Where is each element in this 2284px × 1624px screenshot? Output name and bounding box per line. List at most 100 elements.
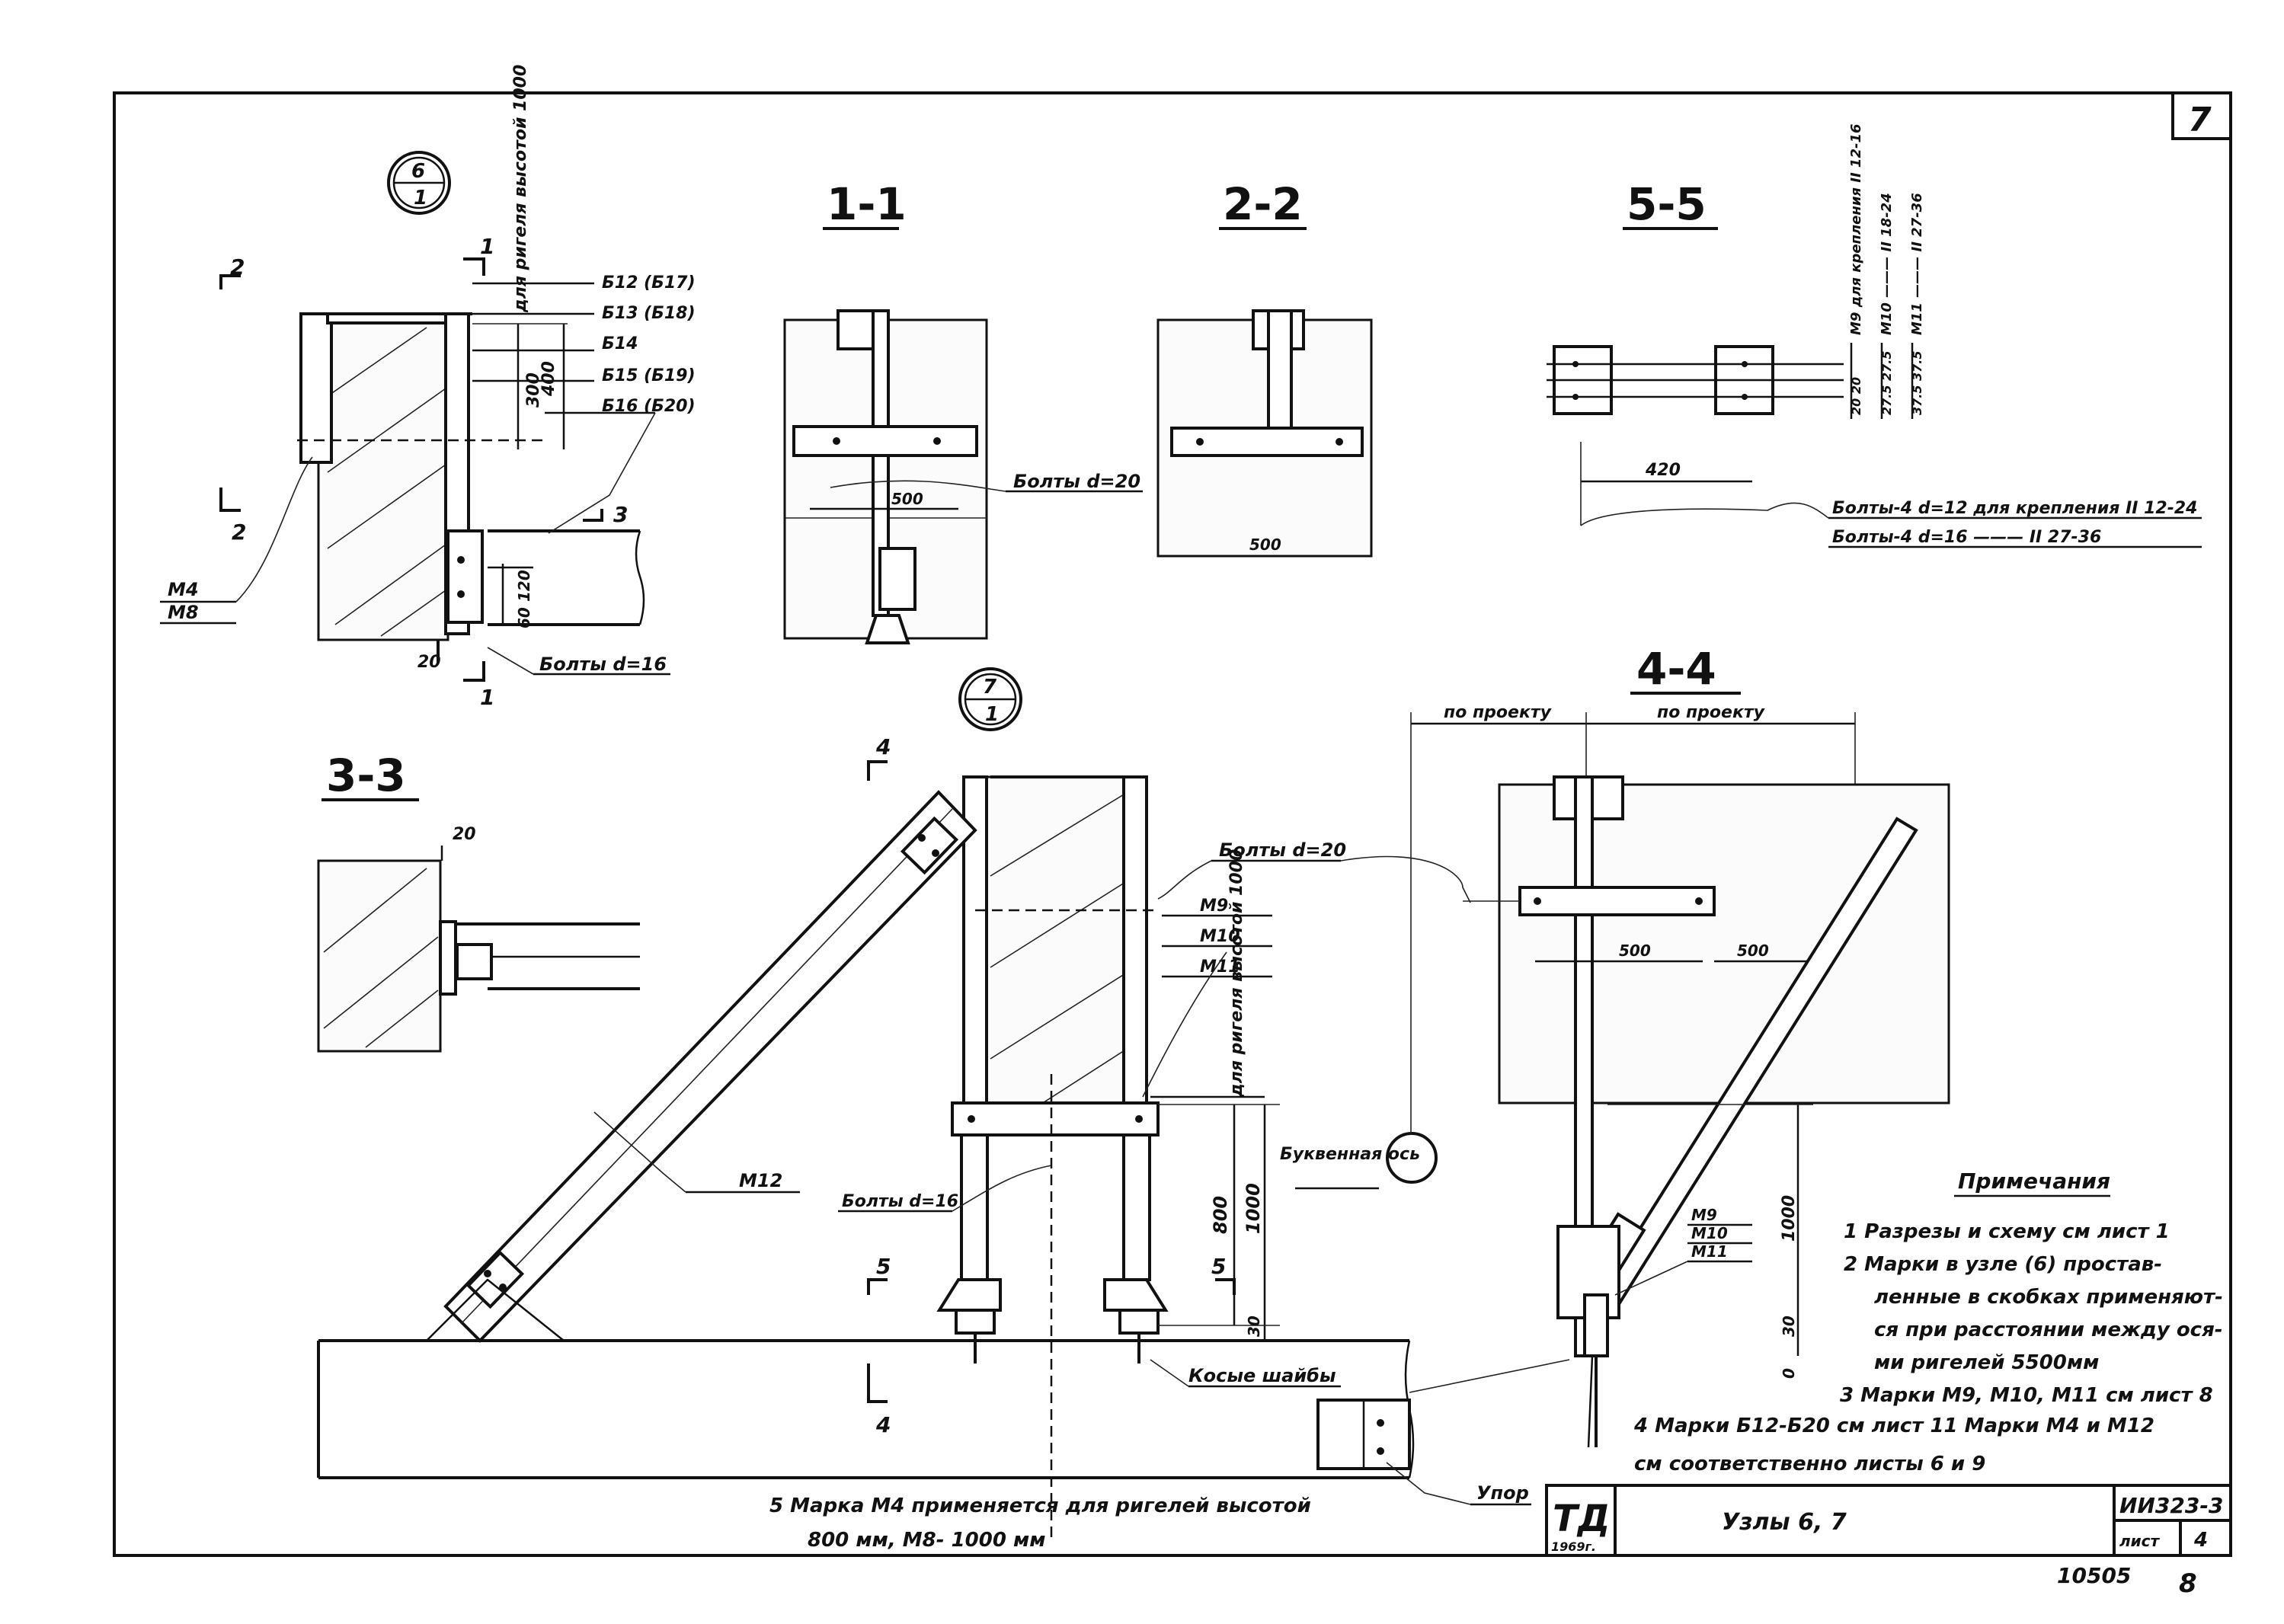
- node-7-washers: Косые шайбы: [1188, 1365, 1336, 1386]
- note-3: 3 Марки М9, М10, М11 см лист 8: [1840, 1384, 2213, 1407]
- title-sheet-label: лист: [2119, 1532, 2161, 1550]
- mark-b16: Б16 (Б20): [602, 397, 696, 416]
- section-3-3-dim-20: 20: [453, 825, 476, 844]
- title-year: 1969г.: [1551, 1539, 1596, 1554]
- s55-vnote-3: М11 ——— II 27-36: [1909, 193, 1925, 335]
- node-7-detail: 7 1: [317, 667, 1570, 1539]
- cut-5-left: 5: [876, 1254, 891, 1279]
- node-6-mark-leaders: Б12 (Б17) Б13 (Б18) Б14 Б15 (Б19) Б16 (Б…: [472, 273, 696, 534]
- mark-b15: Б15 (Б19): [602, 366, 696, 385]
- section-4-4-m9: М9: [1691, 1206, 1717, 1224]
- node-7-circle-bottom: 1: [985, 703, 999, 726]
- notes-heading: Примечания: [1958, 1168, 2110, 1194]
- dim-300: 300: [524, 372, 543, 408]
- node-6-detail: 6 1 2 2 1 1 3: [160, 65, 696, 710]
- cut-2-bottom: 2: [232, 519, 246, 545]
- section-4-4-by-project-1: по проекту: [1444, 703, 1553, 722]
- node-6-circle-bottom: 1: [414, 187, 427, 209]
- section-4-4-by-project-2: по проекту: [1657, 703, 1766, 722]
- section-4-4-m11: М11: [1691, 1242, 1728, 1261]
- s55-vdim-2: 27.5 27.5: [1879, 350, 1894, 415]
- section-1-1-bolts: Болты d=20: [1013, 471, 1140, 492]
- leader-m8: М8: [168, 602, 199, 623]
- title-text: Узлы 6, 7: [1722, 1509, 1847, 1536]
- node-7-circle: 7 1: [958, 667, 1022, 731]
- note-4b: см соответственно листы 6 и 9: [1634, 1453, 1985, 1475]
- dim-60: 60: [515, 607, 533, 628]
- section-2-2-title: 2-2: [1223, 178, 1303, 230]
- s55-vdim-3: 37.5 37.5: [1910, 350, 1924, 415]
- node-7-dim-1000: 1000: [1243, 1183, 1264, 1234]
- section-3-3: 3-3 20: [317, 750, 640, 1053]
- mark-b12: Б12 (Б17): [602, 273, 696, 293]
- section-2-2-dim-500: 500: [1249, 535, 1281, 554]
- note-2d: ми ригелей 5500мм: [1874, 1351, 2099, 1374]
- note-2c: ся при расстоянии между ося-: [1874, 1319, 2223, 1341]
- dim-120: 120: [515, 570, 533, 602]
- sheet-frame: 7: [113, 91, 2232, 1557]
- s55-vdim-1: 20 20: [1849, 377, 1863, 415]
- cut-4-top: 4: [875, 734, 891, 759]
- s55-bolts-2: Болты-4 d=16 ——— II 27-36: [1832, 528, 2101, 547]
- node-7-circle-top: 7: [983, 676, 997, 699]
- title-code: ИИ323-3: [2119, 1493, 2223, 1518]
- section-3-3-title: 3-3: [326, 750, 406, 801]
- node-7-vertical-note: для ригеля высотой 1000: [1227, 849, 1246, 1098]
- node-6-vertical-note: для ригеля высотой 1000: [511, 65, 530, 313]
- s55-vnote-2: М10 ——— II 18-24: [1879, 193, 1895, 335]
- cut-4-bottom: 4: [875, 1412, 891, 1437]
- node-6-bolts-label: Болты d=16: [539, 654, 667, 675]
- section-4-4-dim-1000: 1000: [1780, 1195, 1799, 1242]
- note-2a: 2 Марки в узле (6) простав-: [1844, 1253, 2162, 1276]
- section-5-5-title: 5-5: [1627, 178, 1707, 230]
- section-2-2: 2-2 500: [1156, 178, 1373, 558]
- section-4-4-dim-500a: 500: [1619, 941, 1651, 960]
- axis-label: Буквенная ось: [1280, 1145, 1420, 1164]
- section-1-1: 1-1 500 Болты d=20: [783, 178, 1143, 644]
- node-7-mark-m9: М9: [1200, 897, 1228, 916]
- node-7-dim-30: 30: [1245, 1316, 1263, 1337]
- node-6-circle-top: 6: [411, 160, 425, 183]
- note-5b: 800 мм, М8- 1000 мм: [808, 1529, 1045, 1552]
- title-sheet-number: 4: [2193, 1529, 2208, 1552]
- cut-1-top: 1: [480, 234, 494, 259]
- s55-bolts-1: Болты-4 d=12 для крепления II 12-24: [1832, 499, 2198, 518]
- section-4-4-dim-0: 0: [1780, 1368, 1798, 1379]
- node-7-bolts16: Болты d=16: [842, 1192, 958, 1211]
- node-7-m12: М12: [739, 1170, 782, 1191]
- node-6-circle: 6 1: [387, 151, 451, 215]
- node-7-stop: Упор: [1476, 1482, 1529, 1504]
- node-7-bolts20: Болты d=20: [1219, 839, 1346, 861]
- cut-3-label: 3: [613, 502, 628, 527]
- mark-b13: Б13 (Б18): [602, 304, 696, 323]
- node-7-dim-800: 800: [1210, 1196, 1231, 1234]
- section-4-4-title: 4-4: [1636, 643, 1716, 695]
- title-block: ТД 1969г. Узлы 6, 7 ИИ323-3 лист 4 10505…: [1545, 1484, 2232, 1599]
- mark-b14: Б14: [602, 334, 638, 353]
- node-7-mark-m10: М10: [1200, 927, 1240, 946]
- section-5-5: 5-5 М9 для крепления II 12-16 М10 ——— II…: [1547, 124, 2202, 548]
- leader-m4: М4: [168, 579, 199, 600]
- note-2b: ленные в скобках применяют-: [1874, 1286, 2223, 1309]
- stamp-page: 8: [2179, 1568, 2197, 1599]
- cut-1-bottom: 1: [480, 685, 494, 710]
- section-4-4-dim-30: 30: [1780, 1316, 1798, 1337]
- note-4a: 4 Марки Б12-Б20 см лист 11 Марки М4 и М1…: [1633, 1415, 2154, 1437]
- page-number: 7: [2188, 101, 2212, 139]
- note-1: 1 Разрезы и схему см лист 1: [1844, 1220, 2170, 1243]
- section-1-1-dim-500: 500: [891, 490, 923, 508]
- notes-block: Примечания 1 Разрезы и схему см лист 1 2…: [769, 1168, 2223, 1552]
- section-1-1-title: 1-1: [827, 178, 907, 230]
- s55-vnote-1: М9 для крепления II 12-16: [1848, 124, 1864, 336]
- dim-20: 20: [417, 653, 441, 672]
- note-5a: 5 Марка М4 применяется для ригелей высот…: [769, 1495, 1311, 1517]
- section-4-4: 4-4 по проекту по проекту 500 500 М9 М10…: [1410, 643, 1950, 1448]
- stamp-number: 10505: [2057, 1563, 2131, 1588]
- cut-2-top: 2: [230, 254, 245, 280]
- cut-5-right: 5: [1211, 1254, 1226, 1279]
- s55-dim-420: 420: [1645, 461, 1681, 480]
- section-4-4-m10: М10: [1691, 1224, 1728, 1242]
- title-logo: ТД: [1553, 1498, 1611, 1540]
- section-4-4-dim-500b: 500: [1737, 941, 1769, 960]
